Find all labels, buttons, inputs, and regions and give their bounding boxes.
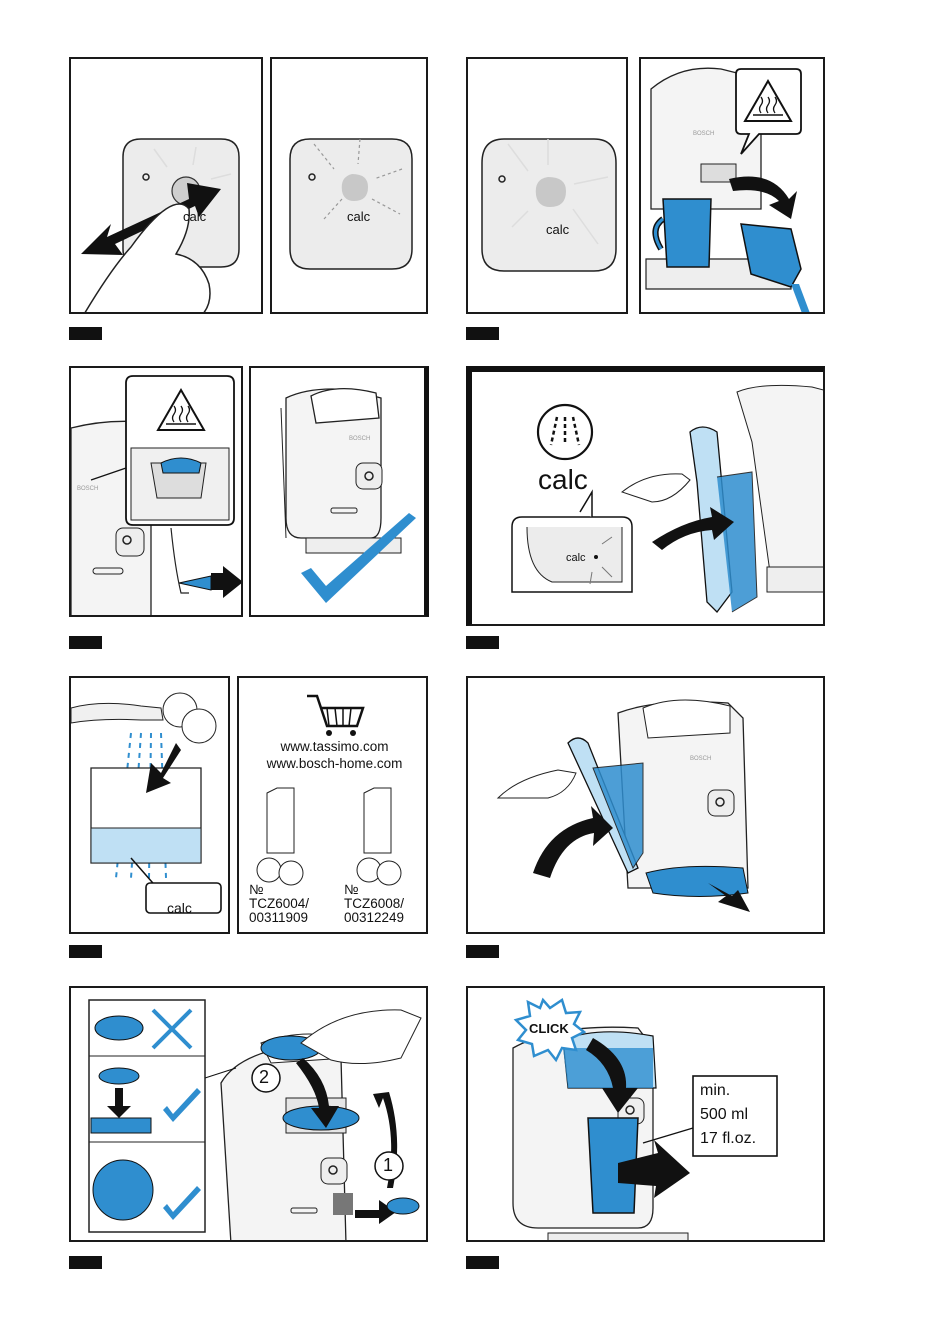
panel-dial-blink: calc [270,57,428,314]
dial-label-2: calc [347,209,370,224]
step-number-1: 1 [383,1155,393,1176]
calc-text-large: calc [538,464,588,496]
article-code-1b: 00311909 [249,911,308,925]
article-code-1: TCZ6004/ [249,897,309,911]
panel-place-cup: CLICK min. 500 ml 17 fl.oz. [466,986,825,1242]
panel-shop: www.tassimo.com www.bosch-home.com № TCZ… [237,676,428,934]
brand-label-3: BOSCH [349,436,370,442]
article-no-1: № [249,883,263,897]
brand-label-4: BOSCH [690,756,711,762]
panel-machine-check: BOSCH [249,366,429,617]
volume-line3: 17 fl.oz. [700,1130,756,1148]
panel-remove-water-tank: calc calc [466,366,825,626]
panel-remove-capsule-holder: BOSCH [69,366,243,617]
dial-label-3: calc [546,222,569,237]
step-bar [69,1256,102,1269]
panel-dial-large: calc [466,57,628,314]
step-number-2: 2 [259,1067,269,1088]
panel-press-button: calc [69,57,263,314]
article-code-2: TCZ6008/ [344,897,404,911]
volume-line2: 500 ml [700,1106,748,1124]
click-label: CLICK [529,1021,569,1036]
step-bar [69,636,102,649]
calc-small-label: calc [566,552,586,564]
step-bar [69,327,102,340]
step-bar [466,636,499,649]
panel-insert-water-tank: BOSCH [466,676,825,934]
panel-tank-tablets: calc [69,676,230,934]
brand-label-2: BOSCH [77,486,98,492]
volume-line1: min. [700,1082,730,1100]
step-bar [466,945,499,958]
panel-insert-capsule-holder: 2 1 [69,986,428,1242]
brand-label: BOSCH [693,131,714,137]
step-bar [466,1256,499,1269]
cart-icon [307,696,363,736]
calc-box-label: calc [167,900,192,916]
url-bosch: www.bosch-home.com [239,756,428,771]
url-tassimo: www.tassimo.com [239,739,428,754]
step-bar [466,327,499,340]
dial-label: calc [183,209,206,224]
step-bar [69,945,102,958]
panel-remove-cup: BOSCH [639,57,825,314]
article-code-2b: 00312249 [344,911,404,925]
article-no-2: № [344,883,358,897]
